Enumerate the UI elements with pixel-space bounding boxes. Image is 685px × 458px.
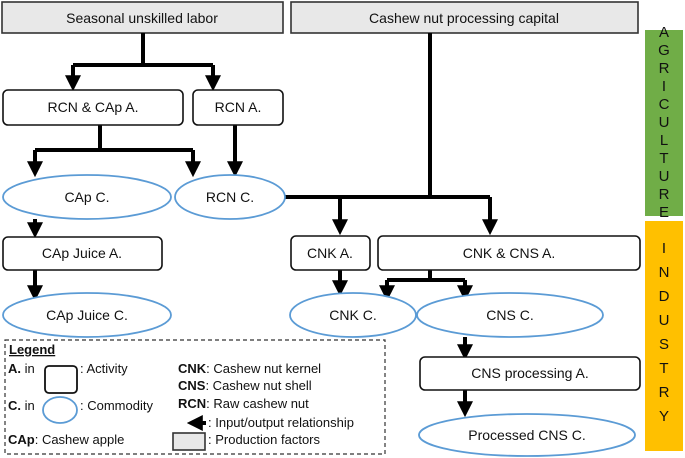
factor-labor: Seasonal unskilled labor (1, 1, 284, 34)
svg-text:CNK: Cashew nut kernel: CNK: Cashew nut kernel (178, 361, 321, 376)
svg-text:Processed CNS C.: Processed CNS C. (468, 427, 585, 443)
svg-text:RCN C.: RCN C. (206, 189, 254, 205)
factor-capital: Cashew nut processing capital (290, 1, 639, 34)
svg-text:: Input/output relationship: : Input/output relationship (208, 415, 354, 430)
svg-text:Cashew nut processing capital: Cashew nut processing capital (369, 10, 559, 26)
svg-text:CNS processing A.: CNS processing A. (471, 365, 589, 381)
commodity-cns: CNS C. (416, 292, 604, 338)
svg-text:RCN: Raw cashew nut: RCN: Raw cashew nut (178, 396, 309, 411)
svg-text:Seasonal unskilled labor: Seasonal unskilled labor (66, 10, 218, 26)
sector-industry: INDUSTRY (645, 221, 683, 451)
svg-text:: Commodity: : Commodity (80, 398, 153, 413)
activity-cnk: CNK A. (290, 235, 371, 271)
svg-text:CAp Juice A.: CAp Juice A. (42, 245, 122, 261)
activity-rcn-cap: RCN & CAp A. (2, 89, 184, 126)
flow-arrows (27, 33, 498, 418)
svg-text:C. in: C. in (8, 398, 35, 413)
svg-text:RCN & CAp A.: RCN & CAp A. (47, 99, 138, 115)
legend-factor-icon (172, 432, 206, 451)
legend-activity-icon (44, 365, 78, 394)
svg-text:A. in: A. in (8, 361, 35, 376)
legend: Legend A. in : Activity C. in : Commodit… (4, 339, 386, 455)
commodity-rcn: RCN C. (174, 174, 286, 220)
commodity-cap: CAp C. (2, 174, 172, 220)
activity-cns-processing: CNS processing A. (419, 356, 641, 391)
sector-industry-label: INDUSTRY (655, 240, 673, 432)
svg-text:: Activity: : Activity (80, 361, 128, 376)
commodity-cnk: CNK C. (289, 292, 417, 338)
commodity-cap-juice: CAp Juice C. (2, 292, 172, 338)
sector-agriculture-label: AGRICULTURE (655, 24, 673, 222)
svg-text:CNS C.: CNS C. (486, 307, 533, 323)
svg-text:CNK C.: CNK C. (329, 307, 376, 323)
svg-text:: Production factors: : Production factors (208, 432, 320, 447)
activity-cap-juice: CAp Juice A. (2, 236, 163, 271)
svg-text:Legend: Legend (9, 342, 55, 357)
svg-text:CNK A.: CNK A. (307, 245, 353, 261)
svg-text:CAp Juice C.: CAp Juice C. (46, 307, 128, 323)
activity-cnk-cns: CNK & CNS A. (377, 235, 641, 271)
legend-commodity-icon (42, 396, 78, 424)
svg-text:CAp C.: CAp C. (64, 189, 109, 205)
svg-text:CNS: Cashew nut shell: CNS: Cashew nut shell (178, 378, 312, 393)
activity-rcn: RCN A. (192, 89, 284, 126)
svg-text:CNK & CNS A.: CNK & CNS A. (463, 245, 556, 261)
svg-text:CAp: Cashew apple: CAp: Cashew apple (8, 432, 124, 447)
svg-text:RCN A.: RCN A. (215, 99, 262, 115)
sector-agriculture: AGRICULTURE (645, 24, 683, 222)
commodity-processed-cns: Processed CNS C. (418, 413, 636, 457)
